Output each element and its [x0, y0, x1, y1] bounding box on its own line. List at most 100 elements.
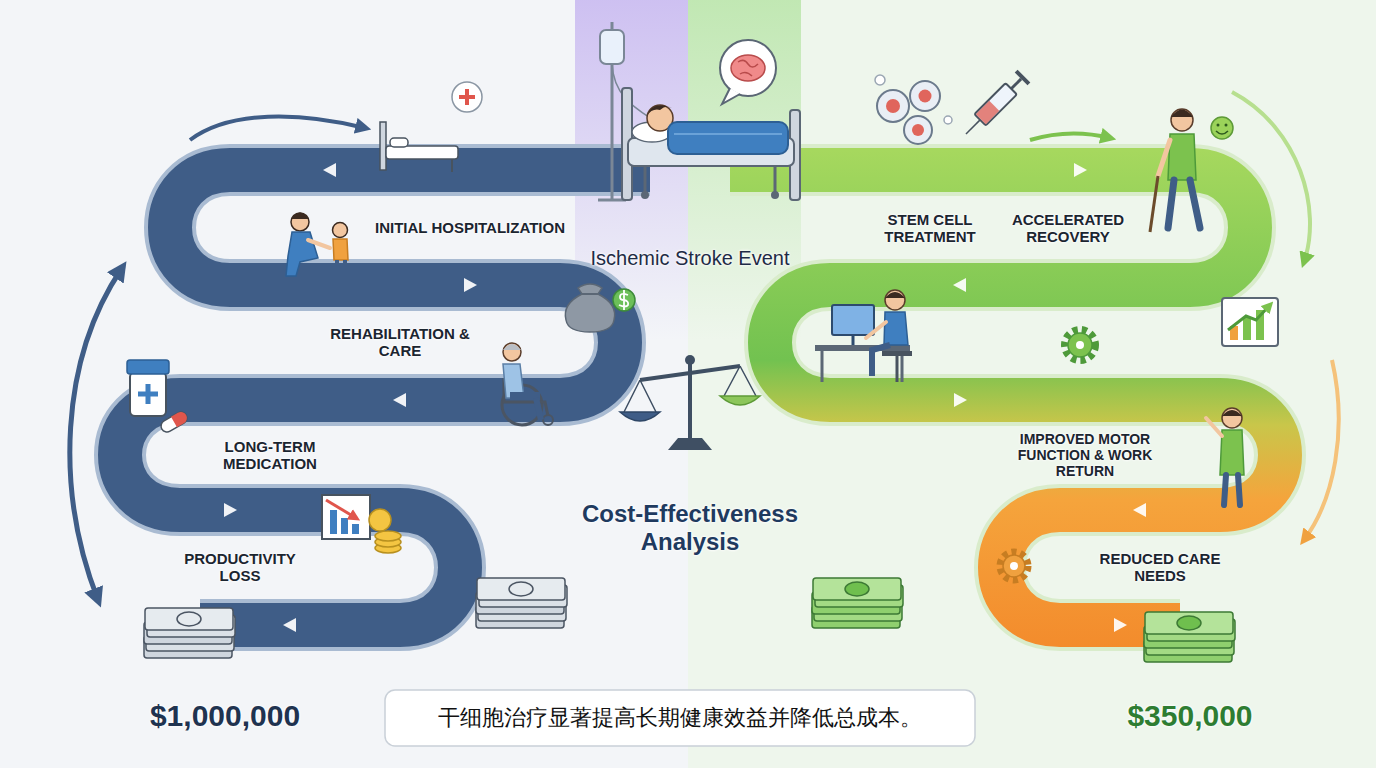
decline-chart — [322, 495, 401, 553]
desk-worker — [882, 351, 912, 356]
standing-man — [1222, 408, 1242, 428]
hospital-bed — [598, 22, 800, 200]
hospital-bed — [647, 105, 672, 116]
hospital-bed — [668, 122, 788, 154]
decline-chart — [352, 524, 359, 534]
money-stacks — [1144, 612, 1235, 662]
growth-chart — [1243, 318, 1251, 340]
road-chevrons — [1074, 163, 1087, 177]
walking-man — [1150, 109, 1200, 232]
desk-worker — [815, 345, 910, 351]
nurse-figure — [291, 213, 309, 220]
money-bag — [619, 290, 628, 310]
stem-cells — [912, 124, 924, 136]
wheelchair-patient — [502, 343, 553, 425]
stage-label: STEM CELL TREATMENT — [865, 211, 995, 246]
walking-man — [1150, 176, 1158, 232]
event-title: Ischemic Stroke Event — [540, 247, 840, 270]
recovery-road — [730, 170, 1280, 625]
money-stacks — [812, 578, 903, 628]
hospital-bed — [644, 166, 647, 192]
brain-bubble — [720, 40, 776, 104]
desk-worker — [872, 345, 890, 376]
gear-icons — [1003, 555, 1025, 577]
syringe — [1011, 79, 1021, 89]
stage-label: IMPROVED MOTOR FUNCTION & WORK RETURN — [1010, 431, 1160, 479]
medication-icon — [159, 410, 189, 434]
nurse-figure — [308, 240, 330, 248]
decline-chart — [322, 495, 370, 539]
cost-total: $350,000 — [1070, 699, 1310, 734]
growth-chart — [1222, 298, 1278, 346]
stem-cells — [904, 116, 932, 144]
flow-arrows — [70, 268, 122, 600]
balance-scale — [620, 355, 760, 450]
desk-worker — [885, 290, 905, 310]
caption-box — [385, 690, 975, 746]
growth-chart — [1228, 305, 1270, 330]
road-chevrons — [283, 618, 296, 632]
flow-arrows — [1304, 360, 1339, 540]
money-stacks — [144, 608, 235, 658]
standing-man — [1224, 475, 1240, 505]
walking-man — [1158, 140, 1170, 176]
smiley — [1211, 117, 1233, 139]
caption-box — [385, 690, 975, 746]
gear-icons — [1068, 333, 1092, 357]
standing-man — [1206, 418, 1222, 436]
desk-worker — [832, 305, 874, 335]
stem-cells — [944, 116, 952, 124]
small-bed — [451, 159, 453, 172]
background — [688, 0, 1376, 768]
gear-icons — [1010, 562, 1018, 570]
brain-bubble — [720, 40, 776, 96]
money-bag — [613, 289, 635, 311]
desk-worker — [866, 322, 886, 338]
road-chevrons — [1114, 618, 1127, 632]
balance-scale — [620, 412, 660, 421]
cost-road — [120, 170, 650, 625]
stage-label: LONG-TERM MEDICATION — [205, 438, 335, 473]
balance-scale — [685, 355, 695, 365]
cost-total: $1,000,000 — [95, 699, 355, 734]
decline-chart — [330, 510, 337, 534]
nurse-figure — [337, 260, 345, 277]
analysis-title: Cost-Effectiveness Analysis — [555, 500, 825, 555]
road-chevrons — [464, 278, 477, 292]
road-chevrons — [1133, 503, 1146, 517]
balance-scale — [668, 438, 712, 450]
brain-bubble — [738, 60, 758, 76]
hospital-bed — [771, 191, 779, 199]
smiley — [1217, 124, 1220, 127]
balance-scale — [640, 366, 740, 380]
growth-chart — [1222, 298, 1278, 346]
decline-chart — [375, 531, 401, 541]
flow-arrows — [70, 92, 1339, 600]
stem-cells — [886, 99, 900, 113]
nurse-figure — [291, 213, 309, 231]
nurse-figure — [333, 223, 348, 238]
medication-icon — [138, 384, 158, 404]
smiley — [1211, 117, 1233, 139]
small-bed — [386, 146, 458, 159]
stem-cells — [877, 90, 909, 122]
balance-scale — [720, 396, 760, 405]
decline-chart — [341, 518, 348, 534]
medication-icon — [159, 410, 189, 434]
stage-label: REHABILITATION & CARE — [325, 325, 475, 360]
money-bag — [565, 284, 635, 332]
money-bag — [582, 293, 598, 295]
gear-icons — [1065, 330, 1095, 360]
desk-worker — [815, 290, 912, 382]
road-chevrons — [224, 163, 1146, 632]
stem-cells — [910, 81, 940, 111]
recovery-road — [730, 170, 1280, 625]
wheelchair-patient — [503, 343, 521, 361]
road-chevrons — [393, 393, 406, 407]
wheelchair-patient — [543, 415, 553, 425]
small-bed — [452, 82, 482, 112]
money-stacks — [476, 578, 567, 628]
small-bed — [459, 89, 475, 105]
